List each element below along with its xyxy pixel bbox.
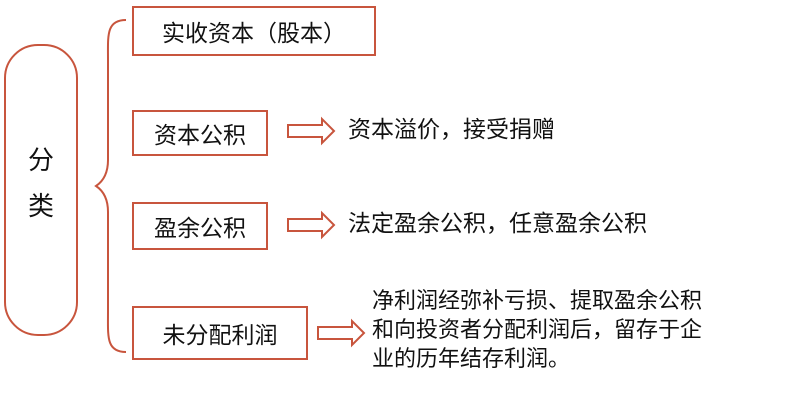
category-label: 未分配利润 [162,323,278,349]
root-label-char-2: 类 [27,192,54,222]
classification-root-box: 分 类 [4,44,78,336]
description-surplus-reserve: 法定盈余公积，任意盈余公积 [348,211,647,237]
arrow-icon-capital-reserve [287,116,336,146]
category-box-undistributed-profit: 未分配利润 [132,306,308,360]
category-label: 实收资本（股本） [162,21,346,47]
description-line: 业的历年结存利润。 [372,347,571,372]
arrow-icon-undistributed-profit [317,318,366,348]
description-undistributed-profit: 净利润经弥补亏损、提取盈余公积 和向投资者分配利润后，留存于企 业的历年结存利润… [372,287,702,374]
description-capital-reserve: 资本溢价，接受捐赠 [348,117,555,143]
category-label: 盈余公积 [154,216,246,242]
arrow-icon-surplus-reserve [287,210,336,240]
category-box-capital-reserve: 资本公积 [132,110,268,156]
category-box-surplus-reserve: 盈余公积 [132,202,268,250]
root-label-char-1: 分 [27,146,54,176]
description-line: 净利润经弥补亏损、提取盈余公积 [372,289,703,314]
category-label: 资本公积 [154,123,246,149]
description-line: 和向投资者分配利润后，留存于企 [372,318,703,343]
curly-brace [94,19,127,353]
category-box-paid-in-capital: 实收资本（股本） [132,6,376,56]
